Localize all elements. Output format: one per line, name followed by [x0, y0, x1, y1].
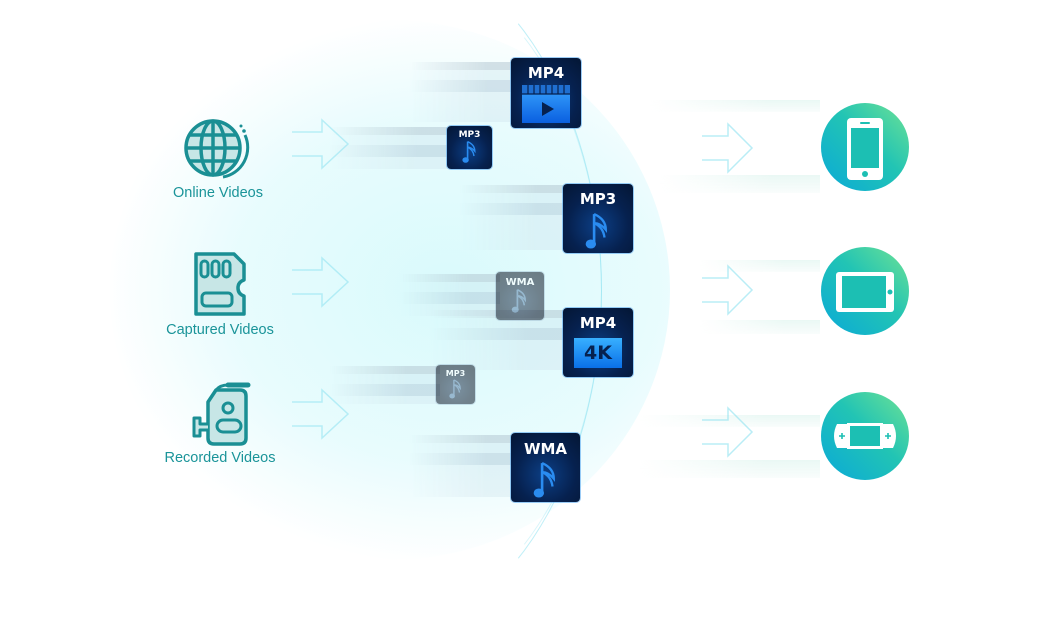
motion-streak	[330, 127, 455, 169]
format-tile-mp3: MP3	[436, 365, 475, 404]
music-note-icon	[461, 140, 476, 163]
sd-card-icon	[194, 252, 246, 316]
source-recorded-videos: Recorded Videos	[140, 382, 300, 466]
device-phone	[821, 103, 909, 191]
format-label: MP3	[458, 130, 481, 140]
motion-streak	[640, 460, 820, 478]
4k-badge: 4K	[574, 338, 622, 368]
source-label: Recorded Videos	[164, 450, 276, 466]
format-label: MP3	[579, 190, 617, 208]
arrow-right-icon	[292, 388, 350, 440]
globe-icon	[184, 119, 250, 179]
music-note-icon	[448, 379, 461, 399]
format-tile-wma: WMA	[496, 272, 544, 320]
motion-streak	[330, 366, 440, 404]
motion-streak	[660, 175, 820, 193]
format-label: WMA	[505, 277, 535, 288]
arrow-right-icon	[702, 122, 754, 174]
format-label: WMA	[523, 440, 568, 458]
source-label: Online Videos	[172, 185, 264, 201]
arrow-right-icon	[702, 264, 754, 316]
device-game-console	[821, 392, 909, 480]
source-label: Captured Videos	[166, 322, 274, 338]
motion-streak	[460, 185, 570, 250]
arrow-right-icon	[292, 118, 350, 170]
arrow-right-icon	[702, 406, 754, 458]
motion-streak	[700, 320, 820, 334]
source-captured-videos: Captured Videos	[140, 252, 300, 338]
smartphone-icon	[847, 118, 883, 180]
music-note-icon	[533, 462, 555, 498]
format-label: MP4	[527, 64, 565, 82]
motion-streak	[400, 274, 500, 316]
music-note-icon	[511, 289, 526, 313]
format-label: MP3	[445, 369, 466, 378]
camcorder-icon	[192, 382, 251, 446]
motion-streak	[430, 310, 570, 370]
music-note-icon	[585, 213, 607, 249]
format-tile-mp3: MP3	[447, 126, 492, 169]
source-online-videos: Online Videos	[138, 115, 298, 201]
motion-streak	[410, 435, 520, 497]
motion-streak	[640, 415, 820, 427]
format-tile-mp3: MP3	[563, 184, 633, 253]
tablet-icon	[836, 272, 894, 312]
arrow-right-icon	[292, 256, 350, 308]
format-tile-mp4-4k: MP4 4K	[563, 308, 633, 377]
format-label: MP4	[579, 314, 617, 332]
format-tile-wma: WMA	[511, 433, 580, 502]
format-tile-mp4: MP4	[511, 58, 581, 128]
game-console-icon	[834, 423, 896, 449]
motion-streak	[650, 100, 820, 112]
device-tablet	[821, 247, 909, 335]
motion-streak	[410, 62, 520, 122]
video-clip-icon	[522, 85, 570, 123]
